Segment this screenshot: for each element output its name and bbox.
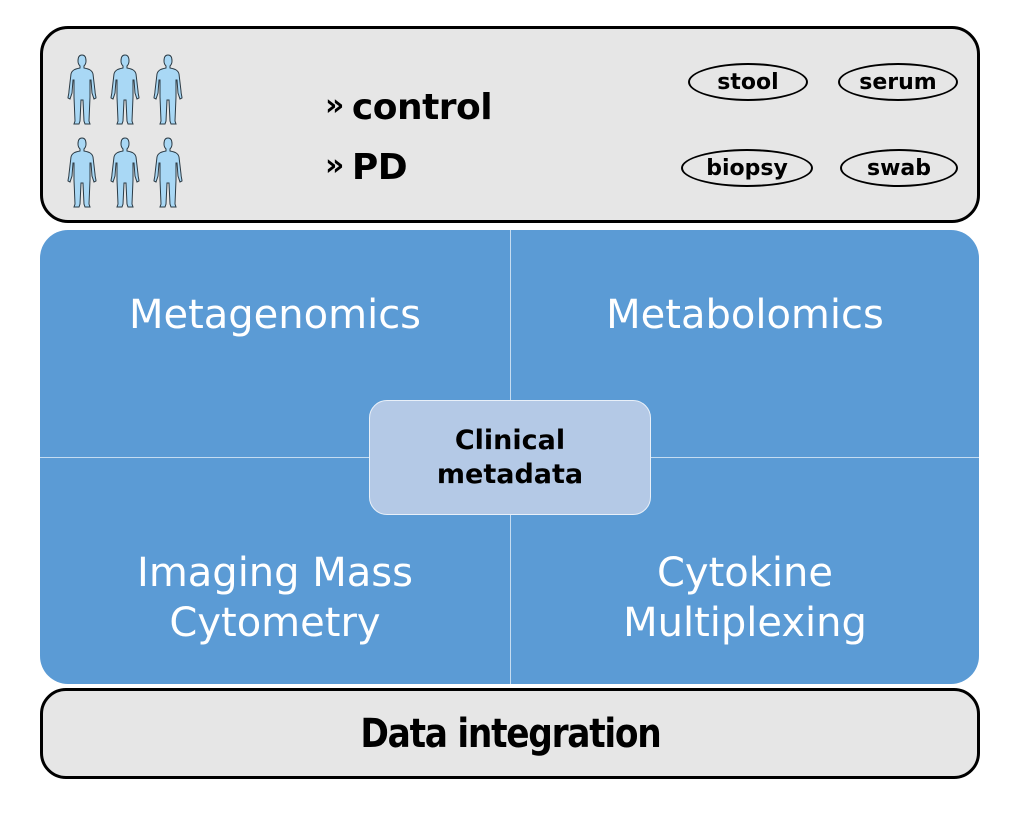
human-figure-icon <box>108 53 142 125</box>
data-integration-label: Data integration <box>360 710 661 757</box>
quadrant-label-line2: Multiplexing <box>623 600 867 646</box>
quadrant-cytokine-multiplexing: Cytokine Multiplexing <box>510 548 979 648</box>
chevron-double-right-icon: » <box>325 148 344 183</box>
group-list: »control »PD <box>325 77 493 197</box>
quadrant-label-line2: Cytometry <box>169 600 381 646</box>
sample-stool: stool <box>688 63 808 101</box>
group-label: control <box>351 87 493 128</box>
cohort-figures <box>65 53 195 208</box>
sample-serum: serum <box>838 63 958 101</box>
quadrant-imaging-mass-cytometry: Imaging Mass Cytometry <box>40 548 510 648</box>
data-integration-box: Data integration <box>40 688 980 779</box>
center-label-line2: metadata <box>436 458 584 490</box>
human-figure-icon <box>151 136 185 208</box>
quadrant-label-line1: Cytokine <box>657 550 833 596</box>
chevron-double-right-icon: » <box>325 88 344 123</box>
quadrant-metabolomics: Metabolomics <box>510 290 979 340</box>
quadrant-metagenomics: Metagenomics <box>40 290 510 340</box>
quadrant-label: Metagenomics <box>128 292 422 338</box>
human-figure-icon <box>65 136 99 208</box>
group-pd: »PD <box>325 137 492 197</box>
clinical-metadata-box: Clinical metadata <box>369 400 651 515</box>
sample-biopsy: biopsy <box>681 149 813 187</box>
cohort-box: »control »PD stool serum biopsy swab <box>40 26 980 223</box>
quadrant-label-line1: Imaging Mass <box>137 550 413 596</box>
omics-panel: Metagenomics Metabolomics Imaging Mass C… <box>40 230 979 684</box>
human-figure-icon <box>151 53 185 125</box>
group-label: PD <box>351 147 408 188</box>
human-figure-icon <box>108 136 142 208</box>
group-control: »control <box>325 77 493 137</box>
center-label-line1: Clinical <box>454 424 566 456</box>
sample-swab: swab <box>840 149 958 187</box>
quadrant-label: Metabolomics <box>606 292 884 338</box>
human-figure-icon <box>65 53 99 125</box>
